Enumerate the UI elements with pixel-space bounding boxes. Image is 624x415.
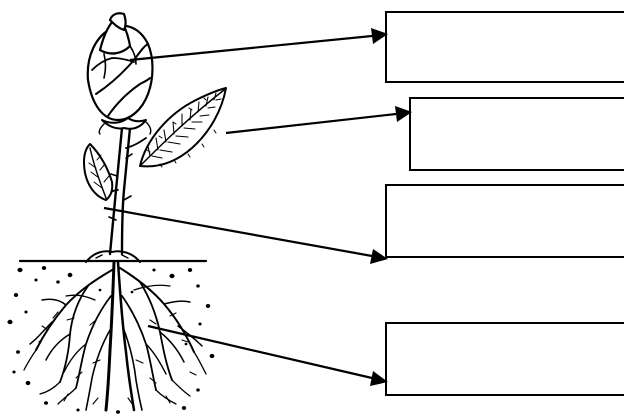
- soil-dots: [7, 266, 215, 414]
- arrow-stem: [103, 206, 388, 264]
- flower-bud: [86, 12, 154, 122]
- plant-roots: [23, 260, 207, 412]
- label-box-leaf[interactable]: [409, 97, 624, 171]
- flower-sepals: [98, 117, 152, 135]
- plant-stem: [105, 126, 147, 256]
- soil-mound: [85, 250, 141, 263]
- label-box-stem[interactable]: [385, 184, 624, 258]
- plant-illustration: [7, 12, 227, 414]
- small-leaf: [83, 143, 114, 201]
- arrow-leaf: [225, 106, 412, 135]
- arrow-flower: [129, 28, 388, 62]
- large-leaf: [139, 87, 227, 168]
- arrow-root: [147, 324, 388, 386]
- label-box-flower[interactable]: [385, 11, 624, 83]
- label-box-root[interactable]: [385, 322, 624, 396]
